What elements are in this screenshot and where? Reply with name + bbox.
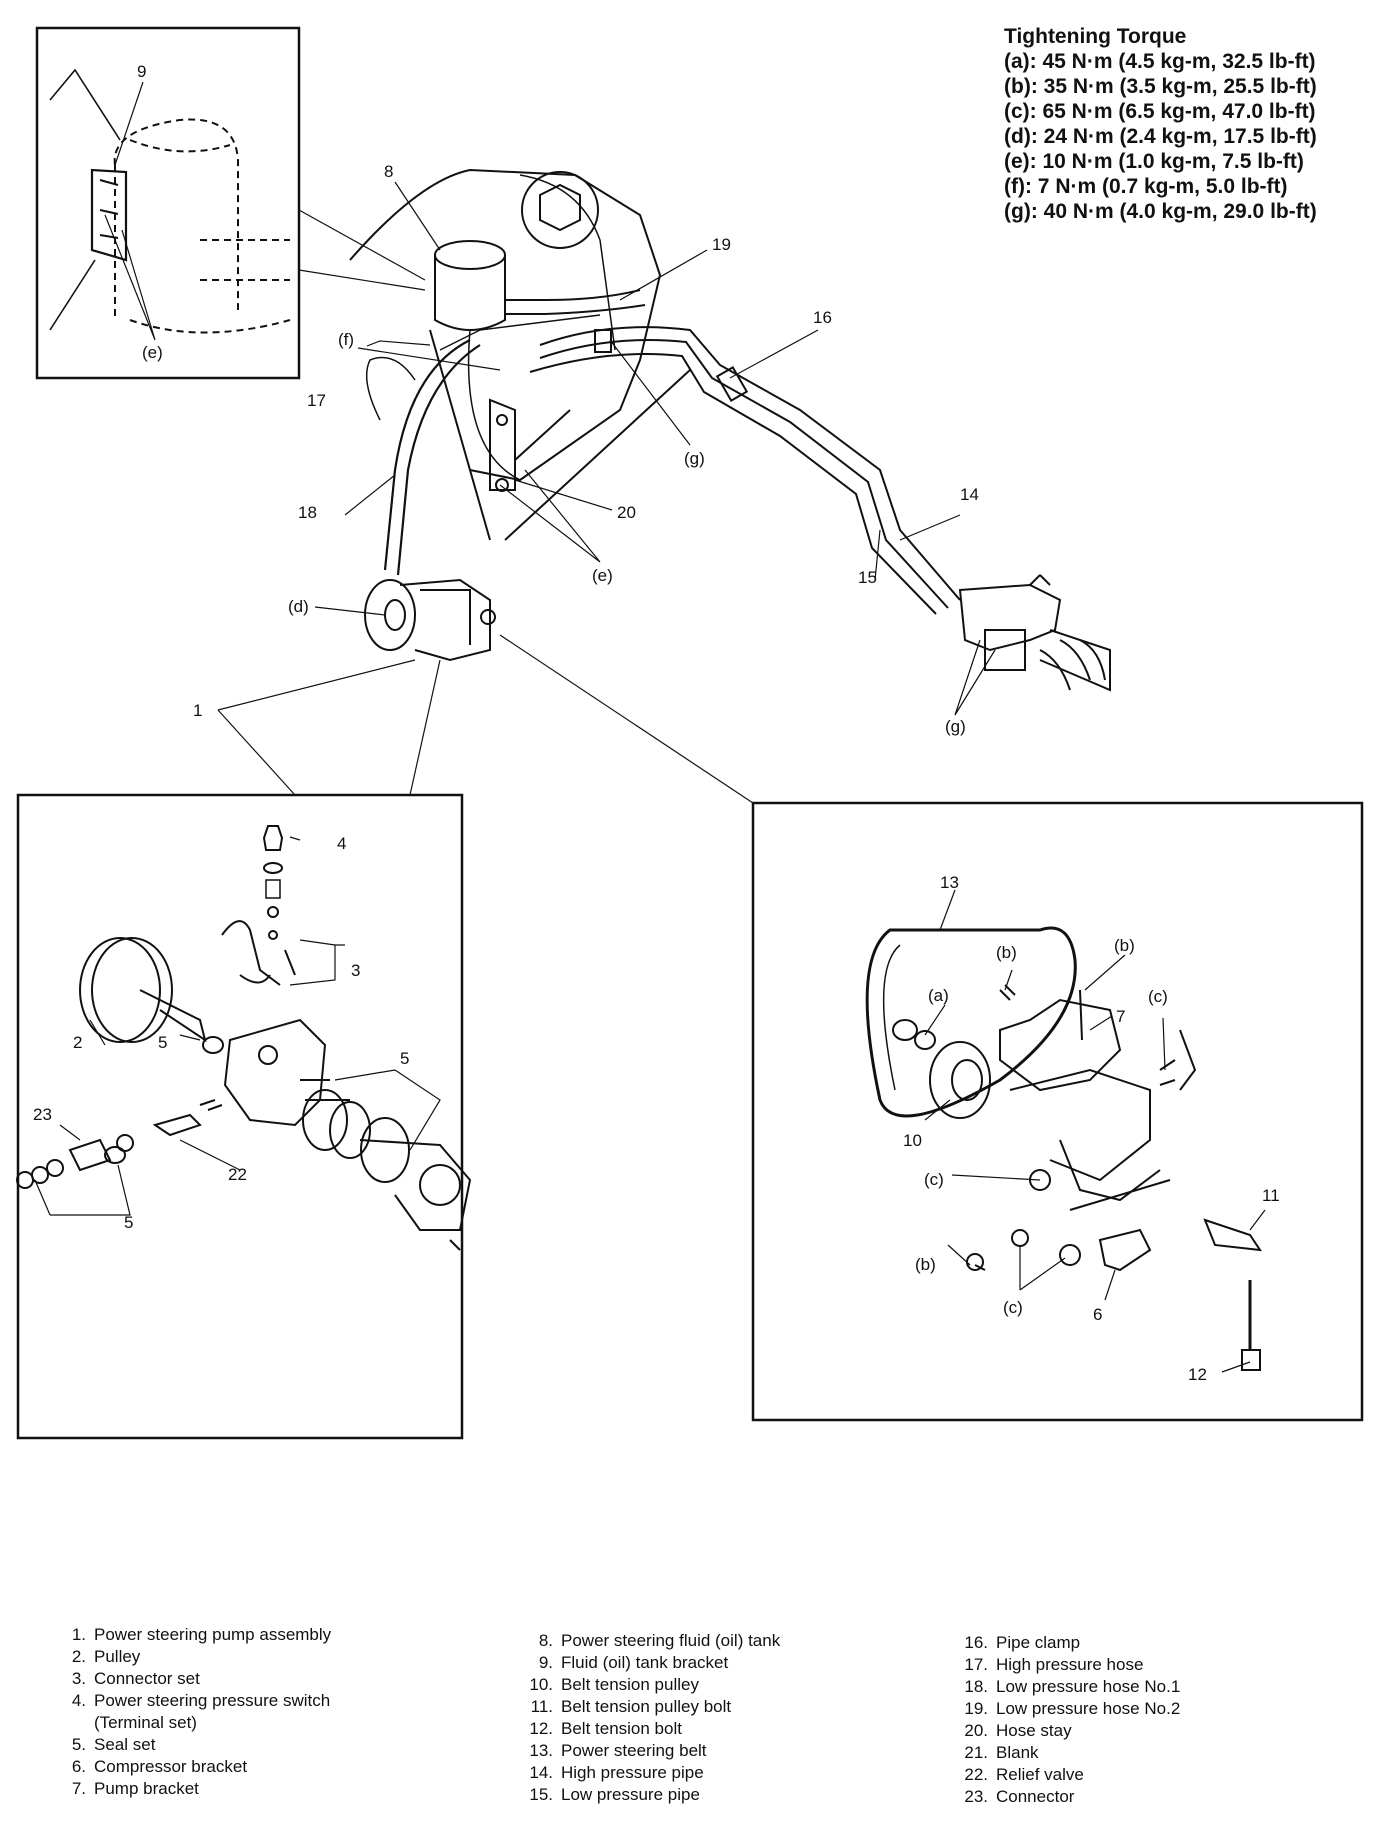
pump-assembly-main [364,578,496,662]
legend-item: 4.Power steering pressure switch (Termin… [71,1691,331,1732]
torque-row-a: (a): 45 N·m (4.5 kg-m, 32.5 lb-ft) [1004,50,1316,73]
legend-item: 21.Blank [964,1743,1039,1762]
fluid-tank [434,240,646,331]
high-pressure-hose [383,339,481,576]
callout-3: 3 [351,961,360,980]
callout-c-2: (c) [924,1170,944,1189]
callout-2: 2 [73,1033,82,1052]
legend-column-2: 8.Power steering fluid (oil) tank 9.Flui… [523,1630,780,1806]
callout-5-seal: 5 [124,1213,133,1232]
legend-item: 19.Low pressure hose No.2 [964,1699,1181,1718]
callout-4: 4 [337,834,346,853]
callout-6: 6 [1093,1305,1102,1324]
callout-7: 7 [1116,1007,1125,1026]
legend-item: 1.Power steering pump assembly [71,1625,332,1644]
legend-item: 13.Power steering belt [529,1741,707,1760]
legend-item: 18.Low pressure hose No.1 [964,1677,1181,1696]
callout-15: 15 [858,568,877,587]
tank-bracket-detail [49,68,291,334]
callout-11: 11 [1262,1186,1280,1205]
callout-5-pulley: 5 [158,1033,167,1052]
callout-b-2: (b) [1114,936,1135,955]
callout-16: 16 [813,308,832,327]
bracket-exploded [865,926,1263,1371]
torque-row-b: (b): 35 N·m (3.5 kg-m, 25.5 lb-ft) [1004,75,1317,98]
legend-item: 23.Connector [964,1787,1075,1806]
callout-13: 13 [940,873,959,892]
callout-19: 19 [712,235,731,254]
callout-10: 10 [903,1131,922,1150]
torque-title: Tightening Torque [1004,25,1187,48]
legend-item: 16.Pipe clamp [964,1633,1081,1652]
legend-column-3: 16.Pipe clamp 17.High pressure hose 18.L… [958,1632,1180,1808]
callout-b-3: (b) [915,1255,936,1274]
callout-e-main: (e) [592,566,613,585]
legend-item: 11.Belt tension pulley bolt [530,1697,732,1716]
callout-f: (f) [338,330,354,349]
legend-item: 12.Belt tension bolt [529,1719,682,1738]
legend-item: 15.Low pressure pipe [529,1785,700,1804]
legend-item: 2.Pulley [71,1647,141,1666]
pipes [529,326,961,615]
legend-item: 14.High pressure pipe [529,1763,704,1782]
callout-20: 20 [617,503,636,522]
callout-1: 1 [193,701,202,720]
callout-14: 14 [960,485,979,504]
legend-item: 8.Power steering fluid (oil) tank [538,1631,781,1650]
legend-item: 6.Compressor bracket [71,1757,248,1776]
tightening-torque-table: Tightening Torque (a): 45 N·m (4.5 kg-m,… [1004,24,1317,224]
torque-row-f: (f): 7 N·m (0.7 kg-m, 5.0 lb-ft) [1004,175,1288,198]
callout-b-1: (b) [996,943,1017,962]
inset-bracket-box [751,801,1364,1422]
torque-row-g: (g): 40 N·m (4.0 kg-m, 29.0 lb-ft) [1004,200,1317,223]
callout-17: 17 [307,391,326,410]
callout-12: 12 [1188,1365,1207,1384]
torque-row-c: (c): 65 N·m (6.5 kg-m, 47.0 lb-ft) [1004,100,1316,123]
callout-18: 18 [298,503,317,522]
legend-item: 5.Seal set [71,1735,156,1754]
callout-c-1: (c) [1148,987,1168,1006]
legend-item: 3.Connector set [71,1669,200,1688]
legend-item: 22.Relief valve [964,1765,1084,1784]
callout-9: 9 [137,62,146,81]
legend-item: 7.Pump bracket [71,1779,199,1798]
callout-g-gear: (g) [945,717,966,736]
callout-a: (a) [928,986,949,1005]
steering-gear [958,574,1111,692]
callout-c-3: (c) [1003,1298,1023,1317]
callout-d: (d) [288,597,309,616]
callout-22: 22 [228,1165,247,1184]
legend-item: 9.Fluid (oil) tank bracket [538,1653,729,1672]
torque-row-d: (d): 24 N·m (2.4 kg-m, 17.5 lb-ft) [1004,125,1317,148]
pump-exploded [16,825,472,1251]
callout-g-main: (g) [684,449,705,468]
torque-row-e: (e): 10 N·m (1.0 kg-m, 7.5 lb-ft) [1004,150,1304,173]
inset-tank-bracket-box [35,26,301,380]
legend-item: 10.Belt tension pulley [529,1675,699,1694]
inset-pump-box [16,793,464,1440]
callout-23: 23 [33,1105,52,1124]
legend-item: 17.High pressure hose [964,1655,1144,1674]
callout-5-body: 5 [400,1049,409,1068]
callout-e-inset: (e) [142,343,163,362]
legend-item: 20.Hose stay [964,1721,1072,1740]
callout-8: 8 [384,162,393,181]
hose-stay [489,398,516,492]
legend-column-1: 1.Power steering pump assembly 2.Pulley … [56,1624,331,1800]
